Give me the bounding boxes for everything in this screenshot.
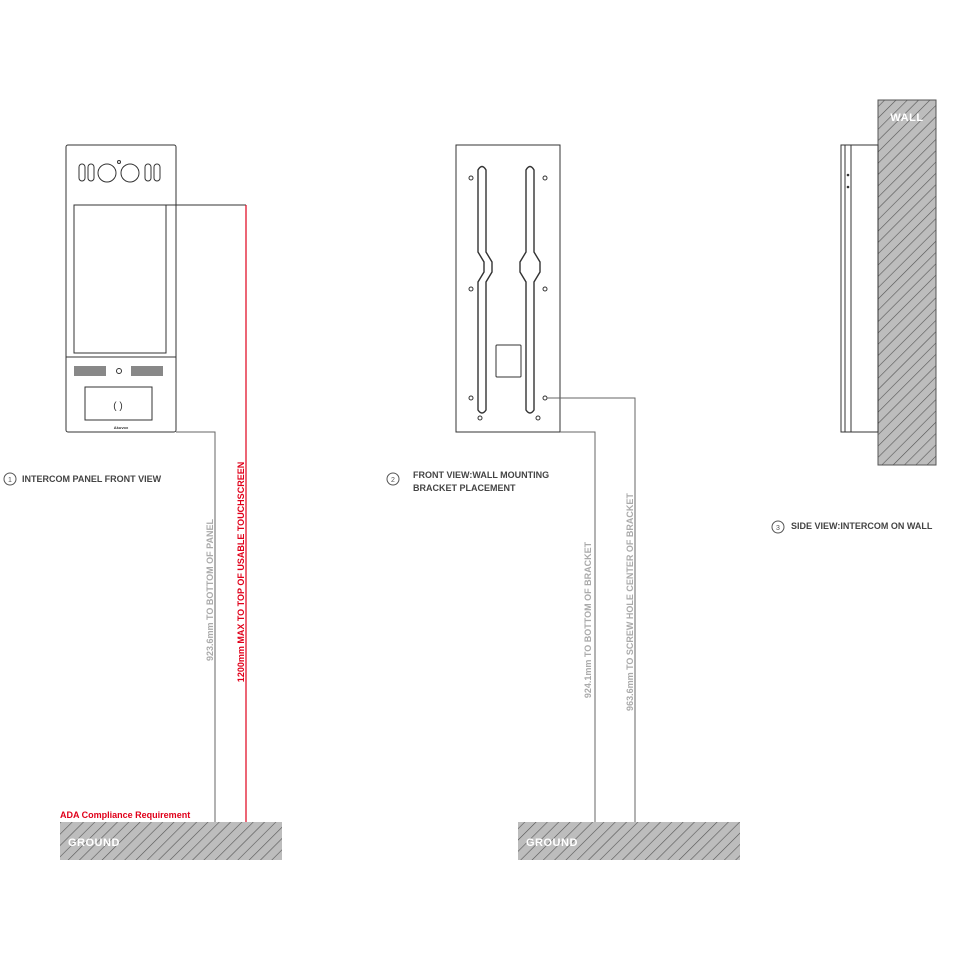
speaker-grille	[74, 366, 106, 376]
view-1-title: INTERCOM PANEL FRONT VIEW	[22, 474, 162, 484]
wall	[877, 99, 937, 466]
ground-2	[518, 822, 740, 860]
intercom-side	[840, 144, 879, 433]
logo: Akuvox	[114, 425, 129, 430]
touchscreen	[73, 204, 167, 354]
wall-bracket-front	[455, 144, 561, 433]
wall-label: WALL	[890, 112, 923, 124]
view-2-title-line1: FRONT VIEW:WALL MOUNTING	[413, 470, 549, 480]
view-3-title: SIDE VIEW:INTERCOM ON WALL	[791, 521, 933, 531]
speaker-grille	[131, 366, 163, 376]
nfc-reader	[84, 386, 153, 421]
dim-bracket-bottom: 924.1mm TO BOTTOM OF BRACKET	[583, 541, 593, 698]
svg-text:2: 2	[391, 477, 395, 484]
view-2-title-line2: BRACKET PLACEMENT	[413, 483, 516, 493]
intercom-panel-front: ( ) Akuvox	[65, 144, 177, 433]
svg-text:3: 3	[776, 525, 780, 532]
dim-touchscreen-top: 1200mm MAX TO TOP OF USABLE TOUCHSCREEN	[236, 462, 246, 682]
ground-label-2: GROUND	[526, 837, 578, 849]
ground-1	[60, 822, 282, 860]
ground-label-1: GROUND	[68, 837, 120, 849]
svg-text:1: 1	[8, 477, 12, 484]
ada-note: ADA Compliance Requirement	[60, 810, 190, 820]
dim-screw-hole: 963.6mm TO SCREW HOLE CENTER OF BRACKET	[625, 493, 635, 711]
dim-panel-bottom: 923.6mm TO BOTTOM OF PANEL	[205, 518, 215, 661]
svg-text:( ): ( )	[113, 401, 122, 412]
